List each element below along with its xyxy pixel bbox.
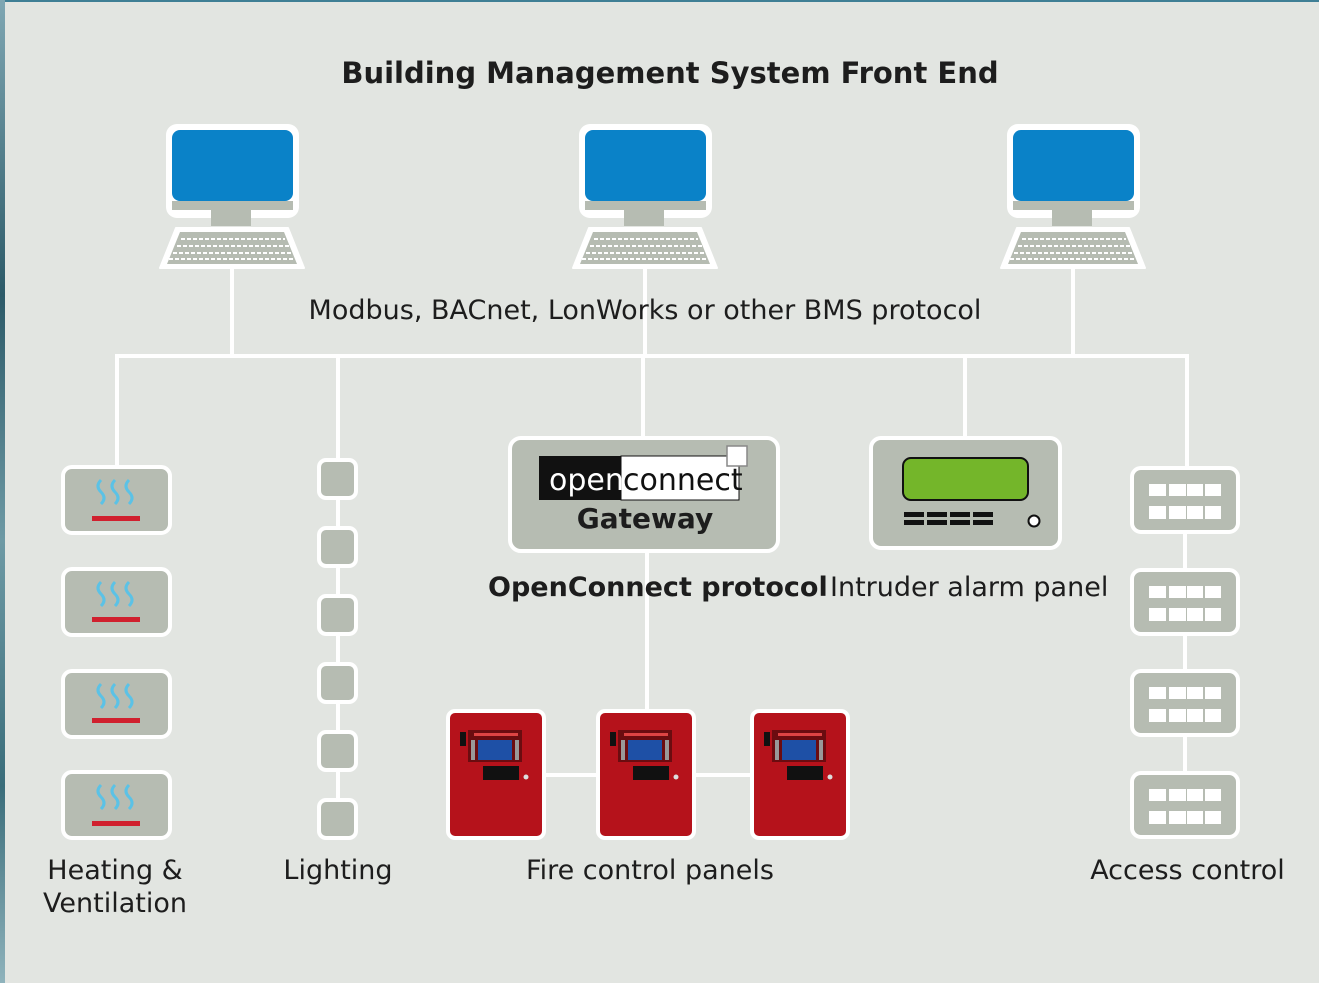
lighting-label: Lighting (283, 855, 393, 886)
workstation-center (572, 124, 718, 269)
light-switch-icon (317, 458, 358, 500)
openconnect-protocol-label: OpenConnect protocol (488, 572, 828, 603)
monitor-icon (1013, 130, 1134, 201)
access-control-label: Access control (1090, 855, 1285, 886)
keypad-icon (1130, 568, 1240, 636)
workstation-right (1000, 124, 1146, 269)
window-left-border (0, 0, 5, 983)
fire-control-panels (446, 709, 850, 840)
logo-text-open: open (549, 463, 624, 498)
fire-panel-icon (750, 709, 850, 840)
intruder-alarm-label: Intruder alarm panel (830, 572, 1109, 603)
diagram-title: Building Management System Front End (341, 56, 999, 90)
heating-label-line1: Heating & (47, 855, 183, 886)
heating-unit-icon (61, 567, 172, 637)
keypad-icon (1130, 466, 1240, 534)
fire-panels-label: Fire control panels (526, 855, 774, 886)
window-top-border (0, 0, 1319, 2)
lcd-display (902, 457, 1029, 501)
intruder-alarm-panel (869, 436, 1062, 550)
bms-protocol-label: Modbus, BACnet, LonWorks or other BMS pr… (308, 295, 982, 326)
light-switch-icon (317, 798, 358, 840)
light-switch-icon (317, 526, 358, 568)
logo-text-connect: connect (623, 463, 743, 498)
keypad-icon (1130, 669, 1240, 737)
fire-panel-icon (596, 709, 696, 840)
light-switch-icon (317, 662, 358, 704)
light-switch-icon (317, 594, 358, 636)
monitor-icon (585, 130, 706, 201)
gateway-label: Gateway (576, 502, 714, 535)
fire-panel-icon (446, 709, 546, 840)
connection-lines (115, 268, 1189, 800)
heating-units (61, 465, 172, 840)
keypad-icon (1130, 771, 1240, 839)
monitor-icon (172, 130, 293, 201)
access-keypads (1130, 466, 1240, 839)
heating-unit-icon (61, 465, 172, 535)
heating-unit-icon (61, 770, 172, 840)
workstation-left (159, 124, 305, 269)
lighting-switches (317, 458, 358, 840)
heating-unit-icon (61, 669, 172, 739)
light-switch-icon (317, 730, 358, 772)
gateway-box: open connect (508, 436, 780, 553)
heating-label-line2: Ventilation (43, 888, 187, 919)
